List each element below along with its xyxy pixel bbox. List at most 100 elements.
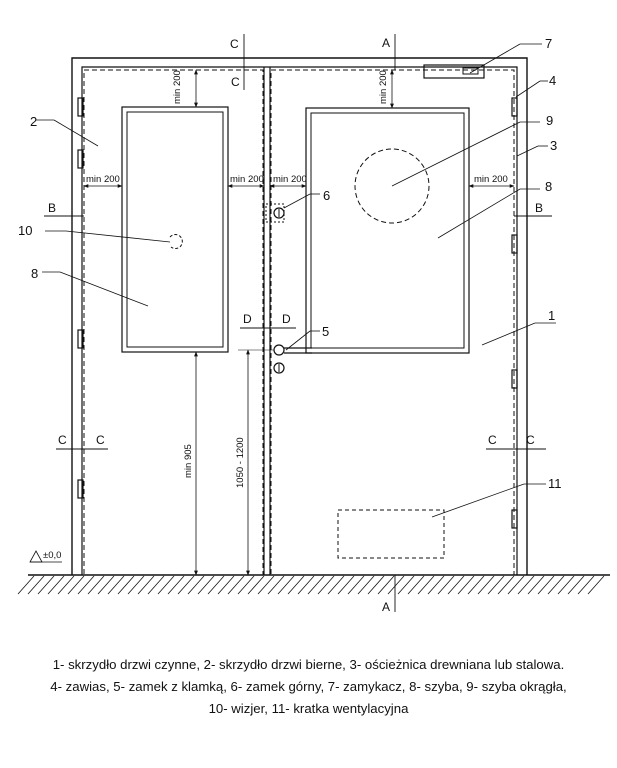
callout-1: 1: [481, 308, 556, 346]
hatch-line: [457, 575, 475, 595]
callout-3: 3: [516, 138, 557, 157]
section-A-top: A: [382, 34, 396, 70]
hatch-line: [497, 575, 515, 595]
hatch-line: [557, 575, 575, 595]
hatch-line: [517, 575, 535, 595]
legend: 1- skrzydło drzwi czynne, 2- skrzydło dr…: [0, 654, 617, 720]
svg-text:A: A: [382, 600, 390, 614]
hatch-line: [227, 575, 245, 595]
svg-text:D: D: [243, 312, 252, 326]
svg-text:4: 4: [549, 73, 556, 88]
dim-min200-top-left: min 200: [172, 69, 198, 108]
hatch-line: [287, 575, 305, 595]
hatch-line: [347, 575, 365, 595]
svg-text:C: C: [231, 75, 240, 89]
hatch-line: [507, 575, 525, 595]
center-mullion: [263, 67, 271, 575]
door-closer: [423, 64, 485, 79]
hatch-line: [547, 575, 565, 595]
svg-text:6: 6: [323, 188, 330, 203]
svg-text:D: D: [282, 312, 291, 326]
svg-text:min 200: min 200: [378, 70, 389, 104]
svg-text:10: 10: [18, 223, 32, 238]
svg-text:11: 11: [548, 476, 562, 491]
hatch-line: [537, 575, 555, 595]
hatch-line: [487, 575, 505, 595]
hatch-line: [77, 575, 95, 595]
hatch-line: [267, 575, 285, 595]
hatch-line: [427, 575, 445, 595]
section-D: D D: [240, 312, 296, 329]
hatch-line: [247, 575, 265, 595]
hatch-line: [117, 575, 135, 595]
glass-pane-left: [121, 106, 229, 353]
legend-line-3: 10- wizjer, 11- kratka wentylacyjna: [208, 701, 409, 716]
hatch-line: [47, 575, 65, 595]
dim-min200-left-side: min 200: [83, 174, 123, 188]
hatch-line: [197, 575, 215, 595]
hatch-line: [127, 575, 145, 595]
section-A-bottom: A: [382, 575, 396, 614]
hatch-line: [27, 575, 45, 595]
hatch-line: [67, 575, 85, 595]
callout-9: 9: [391, 113, 553, 187]
hatch-line: [417, 575, 435, 595]
section-B-right: B: [514, 201, 552, 217]
callout-6: 6: [283, 188, 330, 209]
svg-text:min 200: min 200: [474, 174, 508, 185]
hatch-line: [217, 575, 235, 595]
level-mark: ±0,0: [29, 550, 62, 563]
svg-text:±0,0: ±0,0: [43, 550, 61, 561]
svg-text:C: C: [230, 37, 239, 51]
svg-text:9: 9: [546, 113, 553, 128]
svg-text:C: C: [488, 433, 497, 447]
door-drawing: min 200 min 200 min 200 min 200 min 200 …: [17, 34, 610, 614]
active-leaf: [270, 69, 515, 576]
callout-8-right: 8: [437, 179, 552, 239]
ground-hatch: [17, 574, 610, 595]
passive-leaf: [83, 69, 264, 576]
hatch-line: [207, 575, 225, 595]
hatch-line: [17, 575, 35, 595]
hatch-line: [377, 575, 395, 595]
svg-text:B: B: [48, 201, 56, 215]
dim-min905: min 905: [122, 351, 200, 576]
hatch-line: [137, 575, 155, 595]
svg-text:8: 8: [545, 179, 552, 194]
vent-grille: [337, 509, 445, 559]
svg-text:2: 2: [30, 114, 37, 129]
svg-text:min 200: min 200: [86, 174, 120, 185]
peephole: [169, 234, 183, 250]
hatch-line: [187, 575, 205, 595]
hatch-line: [177, 575, 195, 595]
section-C-top: C C: [230, 34, 245, 90]
hatch-line: [397, 575, 415, 595]
round-glass: [354, 148, 430, 224]
hatch-line: [437, 575, 455, 595]
hatch-line: [277, 575, 295, 595]
svg-text:A: A: [382, 36, 390, 50]
hatch-line: [577, 575, 595, 595]
hatch-line: [147, 575, 165, 595]
svg-text:1050 - 1200: 1050 - 1200: [235, 437, 246, 488]
dim-1050-1200: 1050 - 1200: [235, 349, 274, 576]
hatch-line: [327, 575, 345, 595]
svg-text:5: 5: [322, 324, 329, 339]
hinges: [77, 97, 518, 529]
hatch-line: [467, 575, 485, 595]
callout-4: 4: [515, 73, 556, 98]
section-C-left: C C: [56, 433, 108, 450]
hatch-line: [37, 575, 55, 595]
hatch-line: [297, 575, 315, 595]
hatch-line: [57, 575, 75, 595]
hatch-line: [357, 575, 375, 595]
hatch-line: [87, 575, 105, 595]
hatch-line: [317, 575, 335, 595]
svg-text:7: 7: [545, 36, 552, 51]
hatch-line: [257, 575, 275, 595]
legend-line-1: 1- skrzydło drzwi czynne, 2- skrzydło dr…: [52, 657, 565, 672]
callout-10: 10: [18, 223, 171, 243]
hatch-line: [97, 575, 115, 595]
svg-text:B: B: [535, 201, 543, 215]
upper-lock: [265, 203, 285, 223]
